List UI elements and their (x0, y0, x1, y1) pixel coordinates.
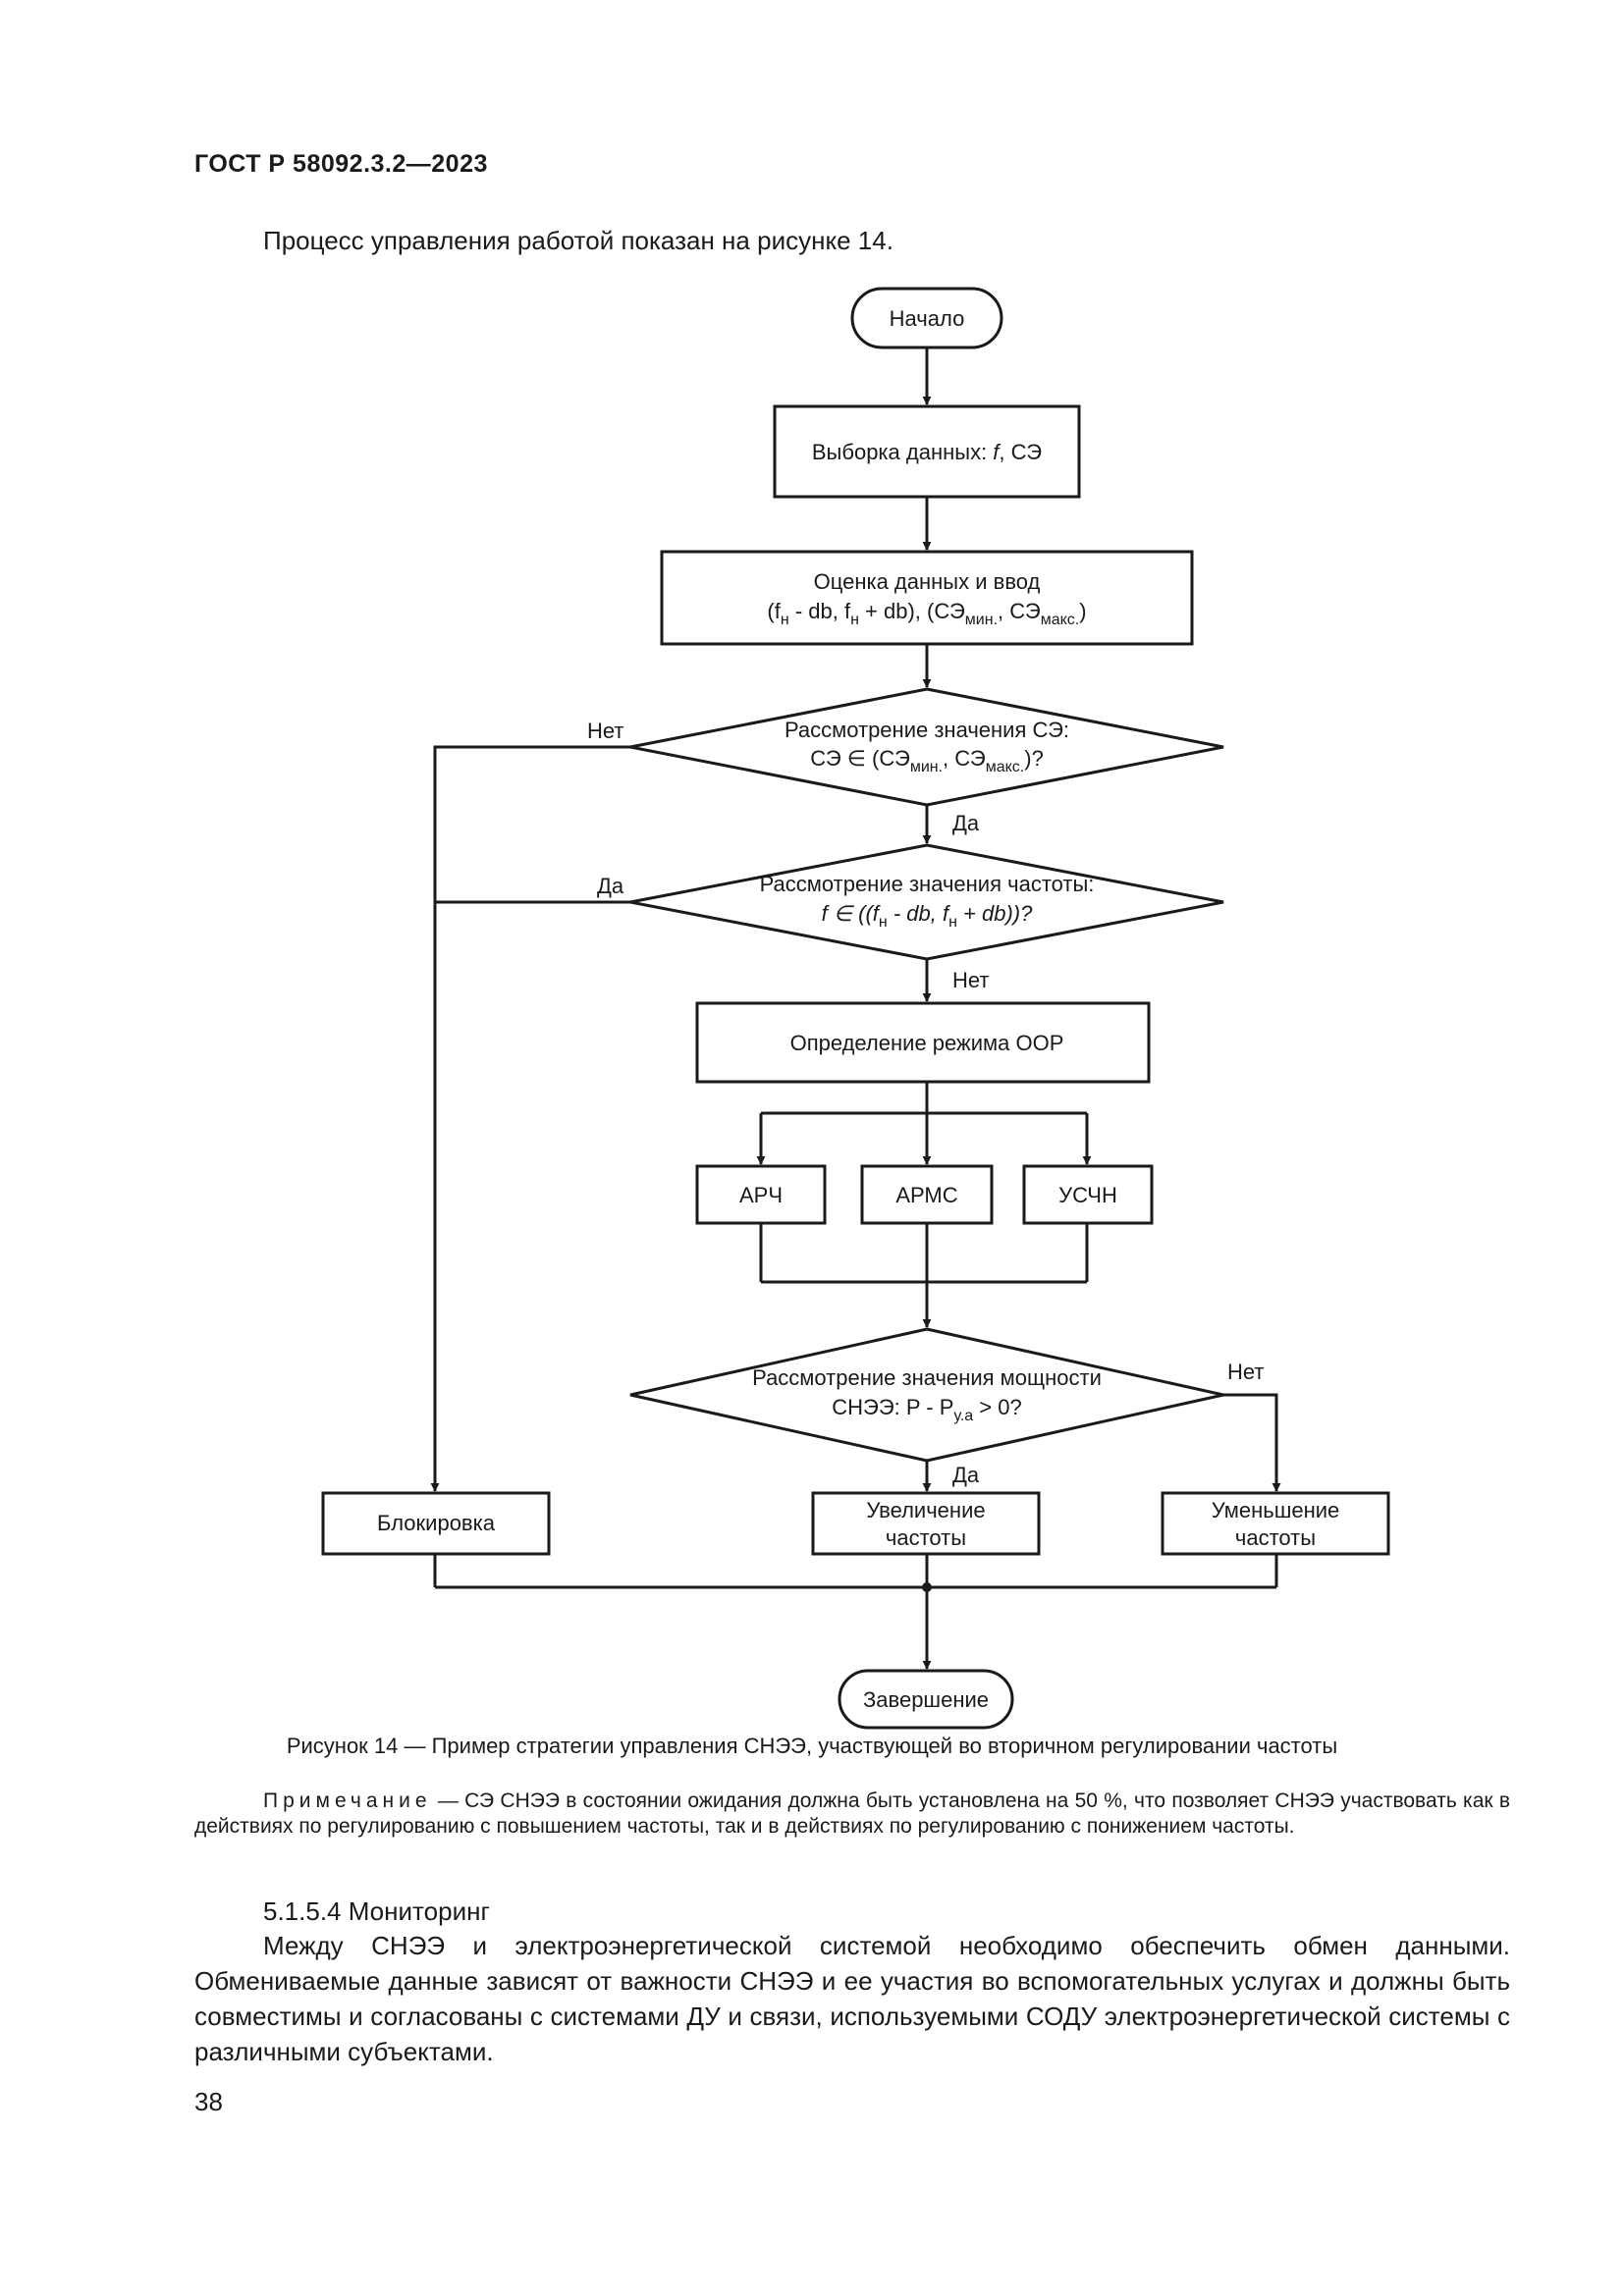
evaluate-data-box (660, 550, 1194, 646)
end-terminator (838, 1669, 1014, 1730)
note-label: Примечание (263, 1789, 432, 1812)
decision-power-yes: Да (952, 1463, 980, 1487)
document-header: ГОСТ Р 58092.3.2—2023 (194, 150, 488, 178)
evaluate-line2: (fн - db, fн + db), (СЭмин., СЭмакс.) (767, 599, 1086, 628)
evaluate-line1: Оценка данных и ввод (814, 569, 1041, 594)
decision-freq-yes: Да (597, 874, 624, 898)
decision-power-line2: СНЭЭ: P - Pу.а > 0? (832, 1395, 1021, 1424)
decision-soc-line2: СЭ ∈ (СЭмин., СЭмакс.)? (810, 746, 1044, 775)
decision-soc-diamond (629, 687, 1224, 807)
section-heading: 5.1.5.4 Мониторинг (263, 1896, 490, 1926)
decision-freq-no: Нет (952, 968, 989, 992)
decision-soc-yes: Да (952, 811, 980, 835)
note: Примечание — СЭ СНЭЭ в состоянии ожидани… (194, 1789, 1510, 1840)
decision-freq-line1: Рассмотрение значения частоты: (760, 872, 1095, 896)
block-label: Блокировка (377, 1511, 496, 1535)
decision-soc-no: Нет (587, 719, 623, 743)
note-text: — СЭ СНЭЭ в состоянии ожидания должна бы… (194, 1789, 1510, 1838)
start-label: Начало (890, 306, 965, 331)
paragraph-text: Между СНЭЭ и электроэнергетической систе… (194, 1931, 1510, 2066)
decrease-label-2: частоты (1235, 1525, 1316, 1550)
page-number: 38 (194, 2087, 223, 2116)
mode-uschn-label: УСЧН (1058, 1183, 1117, 1207)
decision-freq-line2: f ∈ ((fн - db, fн + db))? (822, 901, 1034, 931)
mode-arch-label: АРЧ (739, 1183, 783, 1207)
end-label: Завершение (863, 1687, 989, 1712)
figure-caption: Рисунок 14 — Пример стратегии управления… (286, 1734, 1338, 1758)
increase-label-2: частоты (886, 1525, 966, 1550)
mode-box (695, 1001, 1151, 1084)
increase-label-1: Увеличение (866, 1498, 985, 1522)
decrease-label-1: Уменьшение (1212, 1498, 1340, 1522)
intro-text: Процесс управления работой показан на ри… (263, 226, 893, 255)
flowchart: Начало Выборка данных: f, СЭ Оценка данн… (321, 287, 1390, 1730)
decision-soc-line1: Рассмотрение значения СЭ: (785, 718, 1069, 742)
mode-arms-label: АРМС (895, 1183, 957, 1207)
decision-power-line1: Рассмотрение значения мощности (752, 1365, 1102, 1390)
paragraph: Между СНЭЭ и электроэнергетической систе… (194, 1928, 1510, 2069)
sample-data-label: Выборка данных: f, СЭ (812, 440, 1042, 464)
mode-label: Определение режима ООР (790, 1031, 1064, 1055)
decision-power-no: Нет (1227, 1360, 1264, 1384)
